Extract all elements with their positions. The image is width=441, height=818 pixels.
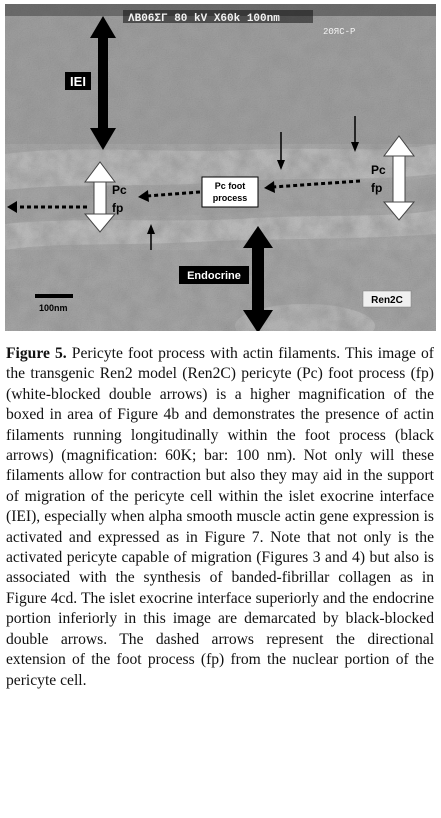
scale-bar	[35, 294, 73, 298]
micrograph: ΛВ06ΣΓ 80 kV X60k 100nm 2ΘЯC-P IEI Endoc…	[5, 4, 436, 331]
iei-label-box	[65, 72, 91, 90]
endocrine-double-arrow	[243, 226, 273, 331]
dashed-arrow-middle	[138, 190, 201, 202]
pc-foot-process-label-line2: process	[213, 193, 248, 203]
iei-label: IEI	[70, 74, 86, 89]
pc-fp-left-double-arrow	[83, 161, 117, 233]
micrograph-svg: ΛВ06ΣΓ 80 kV X60k 100nm 2ΘЯC-P IEI Endoc…	[5, 4, 436, 331]
micrograph-header-sub: 2ΘЯC-P	[323, 27, 355, 37]
pc-fp-right-label-pc: Pc	[371, 163, 386, 177]
actin-arrow-1	[277, 132, 285, 170]
model-label-box	[362, 290, 412, 308]
pc-fp-right-label-fp: fp	[371, 181, 382, 195]
dashed-arrow-left	[7, 201, 87, 213]
figure-caption-label: Figure 5.	[6, 345, 67, 362]
pc-fp-right-double-arrow	[382, 135, 416, 221]
pc-foot-process-label-line1: Pc foot	[215, 181, 246, 191]
dashed-arrow-right	[264, 179, 361, 193]
figure-caption-text: Pericyte foot process with actin filamen…	[6, 345, 434, 689]
iei-double-arrow	[90, 16, 116, 150]
endocrine-label-box	[179, 266, 249, 284]
pc-foot-process-label-box	[201, 176, 259, 208]
scale-bar-label: 100nm	[39, 303, 68, 313]
actin-arrow-2	[351, 116, 359, 152]
pc-fp-left-label-pc: Pc	[112, 183, 127, 197]
endocrine-label: Endocrine	[187, 270, 241, 282]
actin-arrow-3	[147, 224, 155, 250]
model-label: Ren2C	[371, 295, 403, 306]
micrograph-header-text: ΛВ06ΣΓ 80 kV X60k 100nm	[128, 13, 280, 25]
figure-caption: Figure 5. Pericyte foot process with act…	[6, 344, 434, 691]
pc-fp-left-label-fp: fp	[112, 201, 123, 215]
